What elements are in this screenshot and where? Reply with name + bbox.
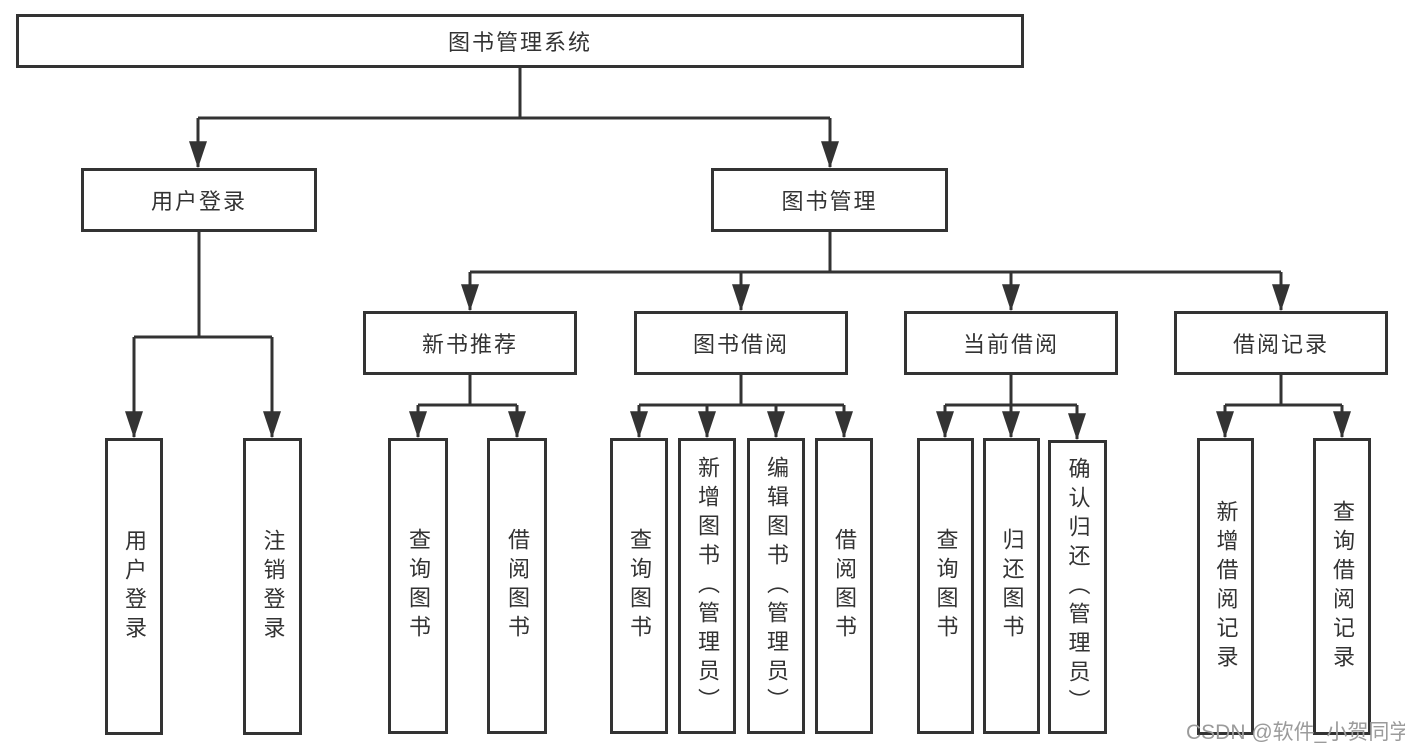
leaf-br-add-record-label: 新增借阅记录 [1213,499,1239,674]
leaf-cb-return-books-label: 归还图书 [999,528,1025,644]
node-book-borrowing: 图书借阅 [634,311,848,375]
leaf-logout: 注销登录 [243,438,302,735]
leaf-nbr-borrow-books: 借阅图书 [487,438,547,734]
leaf-nbr-borrow-books-label: 借阅图书 [505,528,530,644]
leaf-cb-query-books: 查询图书 [917,438,974,734]
leaf-cb-confirm-return-admin-label: 确认归还（管理员） [1065,456,1091,718]
leaf-logout-label: 注销登录 [260,528,286,645]
leaf-cb-return-books: 归还图书 [983,438,1040,734]
node-book-management-label: 图书管理 [781,189,878,214]
leaf-br-add-record: 新增借阅记录 [1197,438,1254,735]
leaf-br-query-record: 查询借阅记录 [1313,438,1371,735]
leaf-cb-confirm-return-admin: 确认归还（管理员） [1048,440,1107,734]
node-user-login-module: 用户登录 [81,168,317,232]
node-root-system: 图书管理系统 [16,14,1024,68]
leaf-bb-edit-books-admin-label: 编辑图书（管理员） [764,455,789,717]
leaf-bb-add-books-admin-label: 新增图书（管理员） [695,455,720,717]
leaf-bb-borrow-books: 借阅图书 [815,438,873,734]
csdn-watermark: CSDN @软件_小贺同学 [1186,721,1405,744]
leaf-nbr-query-books: 查询图书 [388,438,448,734]
node-book-management: 图书管理 [711,168,948,232]
node-new-book-recommend-label: 新书推荐 [421,332,518,357]
leaf-bb-edit-books-admin: 编辑图书（管理员） [747,438,805,734]
node-borrow-records-label: 借阅记录 [1232,332,1329,357]
leaf-bb-add-books-admin: 新增图书（管理员） [678,438,736,734]
node-new-book-recommend: 新书推荐 [363,311,577,375]
leaf-bb-query-books: 查询图书 [610,438,668,734]
node-current-borrowing-label: 当前借阅 [962,332,1059,357]
leaf-user-login-label: 用户登录 [122,528,147,645]
leaf-nbr-query-books-label: 查询图书 [406,528,431,644]
node-user-login-module-label: 用户登录 [150,189,247,214]
leaf-cb-query-books-label: 查询图书 [933,528,959,644]
node-root-system-label: 图书管理系统 [447,30,592,55]
leaf-bb-query-books-label: 查询图书 [627,528,652,644]
leaf-br-query-record-label: 查询借阅记录 [1330,499,1355,674]
leaf-user-login: 用户登录 [105,438,163,735]
leaf-bb-borrow-books-label: 借阅图书 [832,528,857,644]
node-borrow-records: 借阅记录 [1174,311,1388,375]
node-current-borrowing: 当前借阅 [904,311,1118,375]
node-book-borrowing-label: 图书借阅 [692,332,789,357]
